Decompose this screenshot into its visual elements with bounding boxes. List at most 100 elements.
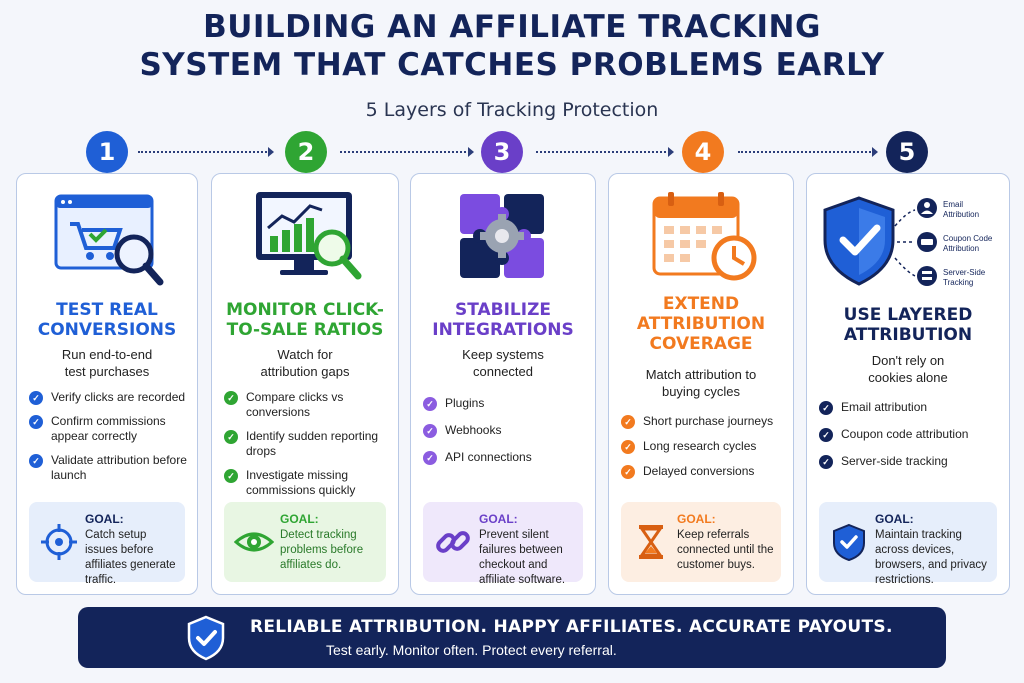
list-item-text: Short purchase journeys (643, 414, 774, 428)
list-item: ✓Server-side tracking (819, 454, 1001, 469)
calendar-clock-icon (609, 188, 793, 298)
shield-check-icon (186, 615, 226, 666)
card-title-line: TO-SALE RATIOS (226, 320, 384, 340)
list-item: ✓ Short purchase journeys (621, 414, 785, 429)
card-desc-line: Watch for (277, 347, 333, 362)
check-icon: ✓ (621, 415, 635, 429)
step-card-3: STABILIZE INTEGRATIONS Keep systems conn… (410, 173, 596, 595)
card-title-line: STABILIZE (454, 300, 552, 320)
goal-text: Detect tracking problems before affiliat… (280, 529, 364, 571)
list-item-text: Confirm commissions appear correctly (51, 414, 166, 443)
goal-box: GOAL: Keep referrals connected until the… (621, 502, 781, 582)
mini-label-server: Server-Side Tracking (943, 268, 985, 288)
card-title-line: ATTRIBUTION (636, 314, 766, 334)
check-icon: ✓ (819, 401, 833, 415)
card-title-line: INTEGRATIONS (432, 320, 574, 340)
list-item-text: Validate attribution before launch (51, 453, 187, 482)
card-title-line: MONITOR CLICK- (226, 300, 384, 320)
list-item: ✓Verify clicks are recorded (29, 390, 189, 405)
list-item: ✓Identify sudden reporting drops (224, 429, 390, 459)
list-item-text: Delayed conversions (643, 464, 755, 478)
list-item-text: Investigate missing commissions quickly (246, 468, 356, 497)
card-description: Match attribution to buying cycles (609, 366, 793, 400)
card-title-line: EXTEND (662, 294, 740, 314)
banner-main-text: RELIABLE ATTRIBUTION. HAPPY AFFILIATES. … (250, 617, 893, 637)
card-desc-line: test purchases (64, 364, 150, 379)
title-line-2: SYSTEM THAT CATCHES PROBLEMS EARLY (139, 47, 885, 83)
target-icon (39, 522, 79, 562)
card-title-line: CONVERSIONS (37, 320, 177, 340)
card-desc-line: cookies alone (868, 370, 948, 385)
step-card-4: EXTEND ATTRIBUTION COVERAGE Match attrib… (608, 173, 794, 595)
card-description: Don't rely on cookies alone (807, 352, 1009, 386)
list-item: ✓ Confirm commissions appear correctly (29, 414, 189, 444)
list-item: ✓Email attribution (819, 400, 1001, 415)
mini-label-line: Coupon Code (943, 234, 993, 243)
card-title: EXTEND ATTRIBUTION COVERAGE (609, 294, 793, 354)
card-title: USE LAYERED ATTRIBUTION (807, 305, 1009, 345)
card-description: Keep systems connected (411, 346, 595, 380)
check-icon: ✓ (621, 440, 635, 454)
goal-label: GOAL: (85, 512, 124, 526)
card-title-line: COVERAGE (649, 334, 753, 354)
mini-label-line: Server-Side (943, 268, 986, 277)
check-icon: ✓ (29, 391, 43, 405)
card-title: STABILIZE INTEGRATIONS (411, 300, 595, 340)
card-desc-line: connected (473, 364, 533, 379)
checklist: ✓ Plugins ✓Webhooks ✓API connections (423, 396, 587, 474)
mini-label-coupon: Coupon Code Attribution (943, 234, 992, 254)
step-number-5: 5 (886, 131, 928, 173)
check-icon: ✓ (29, 415, 43, 429)
title-line-1: BUILDING AN AFFILIATE TRACKING (203, 9, 821, 45)
card-title: MONITOR CLICK- TO-SALE RATIOS (212, 300, 398, 340)
card-desc-line: Keep systems (462, 347, 544, 362)
check-icon: ✓ (423, 451, 437, 465)
goal-text: Prevent silent failures between checkout… (479, 529, 566, 586)
check-icon: ✓ (621, 465, 635, 479)
card-title: TEST REAL CONVERSIONS (17, 300, 197, 340)
card-desc-line: attribution gaps (260, 364, 350, 379)
card-desc-line: Match attribution to (645, 367, 757, 382)
link-icon (433, 522, 473, 562)
card-title-line: ATTRIBUTION (843, 325, 973, 345)
step-card-1: TEST REAL CONVERSIONS Run end-to-end tes… (16, 173, 198, 595)
footer-banner: RELIABLE ATTRIBUTION. HAPPY AFFILIATES. … (78, 607, 946, 668)
cart-magnifier-icon (17, 188, 197, 298)
list-item: ✓Compare clicks vs conversions (224, 390, 390, 420)
card-desc-line: Don't rely on (871, 353, 945, 368)
goal-box: GOAL: Catch setup issues before affiliat… (29, 502, 185, 586)
check-icon: ✓ (224, 430, 238, 444)
step-arrow (138, 147, 274, 157)
goal-label: GOAL: (280, 512, 319, 526)
check-icon: ✓ (423, 397, 437, 411)
goal-box: GOAL: Detect tracking problems before af… (224, 502, 386, 582)
card-description: Watch for attribution gaps (212, 346, 398, 380)
puzzle-gear-icon (411, 188, 595, 298)
step-number-2: 2 (285, 131, 327, 173)
list-item: ✓ Long research cycles (621, 439, 785, 454)
shield-check-icon (807, 188, 1009, 298)
goal-box: GOAL: Maintain tracking across devices, … (819, 502, 997, 586)
card-description: Run end-to-end test purchases (17, 346, 197, 380)
list-item-text: Plugins (445, 396, 485, 410)
shield-check-icon (829, 522, 869, 562)
mini-label-email: Email Attribution (943, 200, 979, 220)
step-card-5: Email Attribution Coupon Code Attributio… (806, 173, 1010, 595)
monitor-chart-icon (212, 188, 398, 298)
list-item: ✓API connections (423, 450, 587, 465)
list-item-text: Compare clicks vs conversions (246, 390, 344, 419)
list-item-text: Long research cycles (643, 439, 757, 453)
goal-text: Keep referrals connected until the custo… (677, 529, 774, 571)
checklist: ✓Compare clicks vs conversions ✓Identify… (224, 390, 390, 507)
goal-label: GOAL: (875, 512, 914, 526)
mini-label-line: Attribution (943, 210, 980, 219)
list-item: ✓Investigate missing commissions quickly (224, 468, 390, 498)
step-number-3: 3 (481, 131, 523, 173)
card-desc-line: Run end-to-end (61, 347, 153, 362)
step-arrow (738, 147, 878, 157)
page-title: BUILDING AN AFFILIATE TRACKING SYSTEM TH… (0, 8, 1024, 84)
step-arrow (340, 147, 474, 157)
goal-text: Maintain tracking across devices, browse… (875, 529, 987, 586)
list-item: ✓Webhooks (423, 423, 587, 438)
card-desc-line: buying cycles (661, 384, 741, 399)
